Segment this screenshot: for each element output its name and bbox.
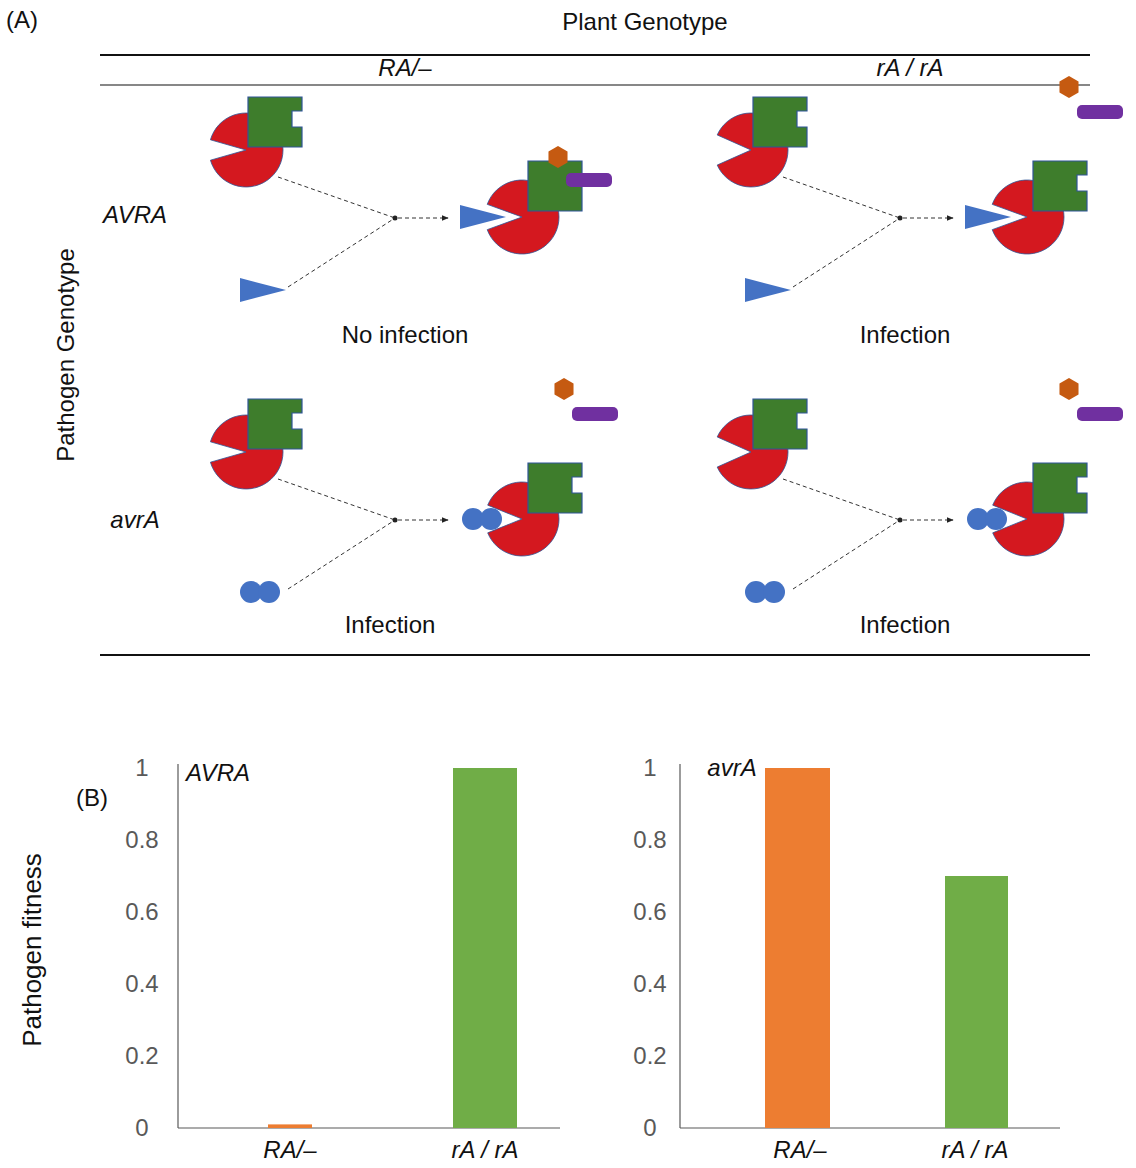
interaction-cell <box>210 97 612 302</box>
avr-effector-circle <box>258 581 280 603</box>
interaction-cell <box>210 378 618 603</box>
figure-label: Infection <box>860 322 951 348</box>
figure-label: (A) <box>6 7 38 33</box>
rod-partner <box>1077 105 1123 119</box>
guardee-green <box>248 399 302 449</box>
figure-label: rA / rA <box>876 55 943 81</box>
axis-tick-label: 0 <box>135 1115 148 1141</box>
avr-effector-triangle <box>460 205 506 229</box>
figure-label: AVRA <box>186 760 250 786</box>
junction-dot <box>393 518 398 523</box>
figure-label: Pathogen fitness <box>18 853 47 1047</box>
interaction-cell <box>717 76 1123 302</box>
y-axis <box>177 764 178 1128</box>
axis-tick-label: 1 <box>643 755 656 781</box>
fitness-bar <box>453 768 517 1128</box>
figure-label: Infection <box>345 612 436 638</box>
avr-effector-circle <box>985 508 1007 530</box>
axis-tick-label: 0.6 <box>125 899 158 925</box>
axis-category-label: RA/– <box>263 1137 316 1163</box>
axis-category-label: rA / rA <box>941 1137 1008 1163</box>
axis-tick-label: 0.4 <box>633 971 666 997</box>
avr-effector-triangle <box>240 278 286 302</box>
axis-category-label: rA / rA <box>451 1137 518 1163</box>
y-axis <box>679 764 680 1128</box>
dashed-path <box>783 177 900 218</box>
axis-tick-label: 0.4 <box>125 971 158 997</box>
avr-effector-circle <box>763 581 785 603</box>
rod-partner <box>566 173 612 187</box>
axis-tick-label: 1 <box>135 755 148 781</box>
axis-tick-label: 0.6 <box>633 899 666 925</box>
rod-partner <box>572 407 618 421</box>
hexagon-partner <box>554 378 573 400</box>
dashed-arrow <box>398 520 448 521</box>
dashed-path <box>793 218 900 287</box>
figure-label: AVRA <box>103 202 167 228</box>
dashed-arrow <box>903 520 953 521</box>
figure-label: (B) <box>76 785 108 811</box>
axis-tick-label: 0.8 <box>125 827 158 853</box>
avr-effector-triangle <box>965 205 1011 229</box>
avr-effector-triangle <box>745 278 791 302</box>
dashed-path <box>278 479 395 520</box>
hexagon-partner <box>1059 76 1078 98</box>
fitness-bar <box>268 1124 312 1128</box>
dashed-path <box>783 479 900 520</box>
dashed-path <box>793 520 900 589</box>
dashed-path <box>288 520 395 589</box>
dashed-path <box>278 177 395 218</box>
junction-dot <box>393 216 398 221</box>
figure-label: avrA <box>110 507 159 533</box>
figure-label: Infection <box>860 612 951 638</box>
axis-tick-label: 0.2 <box>633 1043 666 1069</box>
guardee-green <box>753 399 807 449</box>
junction-dot <box>898 216 903 221</box>
axis-tick-label: 0 <box>643 1115 656 1141</box>
axis-tick-label: 0.8 <box>633 827 666 853</box>
hexagon-partner <box>1059 378 1078 400</box>
axis-category-label: RA/– <box>773 1137 826 1163</box>
guardee-green <box>528 463 582 513</box>
table-rule <box>100 84 1090 85</box>
rod-partner <box>1077 407 1123 421</box>
guardee-green <box>248 97 302 147</box>
guardee-green <box>1033 161 1087 211</box>
fitness-bar <box>765 768 830 1128</box>
figure-label: No infection <box>342 322 469 348</box>
interaction-cell <box>717 378 1123 603</box>
fitness-bar <box>945 876 1008 1128</box>
figure-label: Plant Genotype <box>562 9 727 35</box>
table-rule <box>100 654 1090 656</box>
figure-label: Pathogen Genotype <box>53 248 79 462</box>
figure-label: avrA <box>707 755 756 781</box>
dashed-path <box>288 218 395 287</box>
axis-tick-label: 0.2 <box>125 1043 158 1069</box>
dashed-arrow <box>398 218 448 219</box>
avr-effector-circle <box>480 508 502 530</box>
dashed-arrow <box>903 218 953 219</box>
junction-dot <box>898 518 903 523</box>
guardee-green <box>753 97 807 147</box>
guardee-green <box>1033 463 1087 513</box>
hexagon-partner <box>548 146 567 168</box>
figure-label: RA/– <box>378 55 431 81</box>
